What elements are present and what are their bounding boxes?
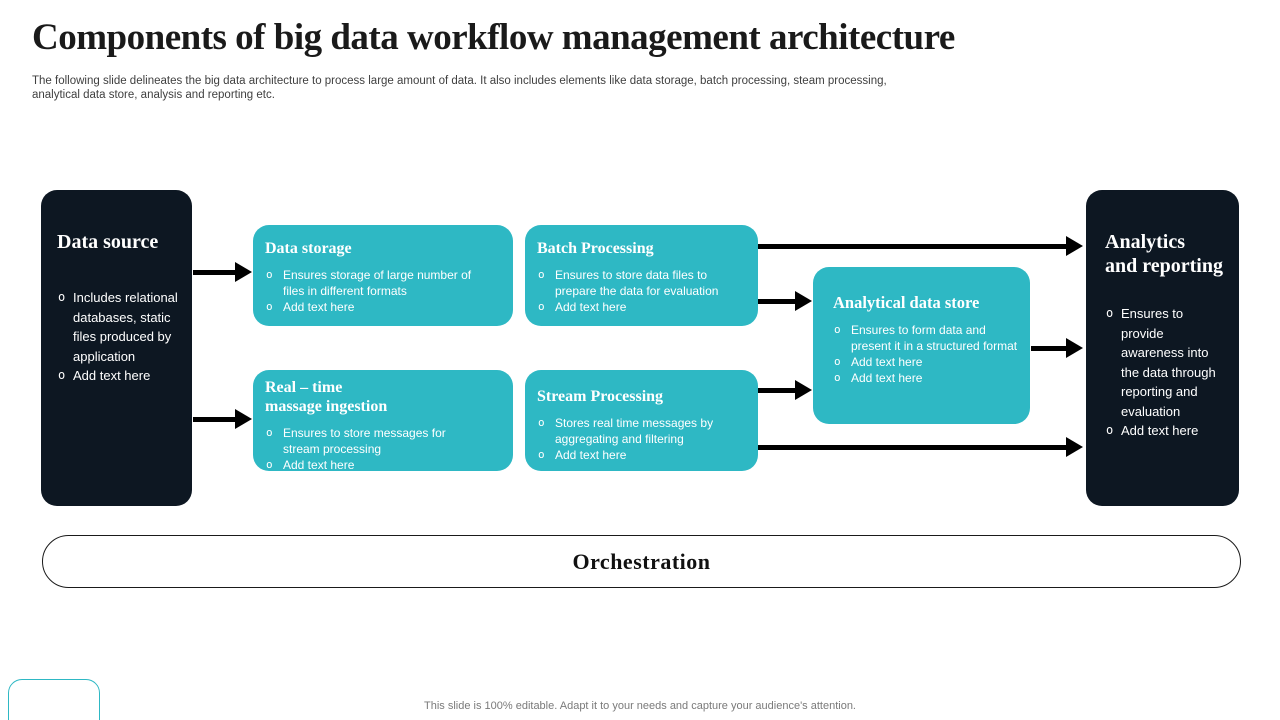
analytics-reporting-list: o Ensures to provide awareness into the d…: [1105, 304, 1225, 441]
bullet-text: Add text here: [851, 355, 923, 369]
realtime-ingestion-box: Real – time massage ingestion o Ensures t…: [253, 370, 513, 473]
bullet-marker: o: [58, 290, 66, 304]
list-item: o Ensures to store data files to prepare …: [537, 267, 748, 299]
bullet-text: Add text here: [555, 448, 627, 462]
bullet-marker: o: [834, 355, 841, 368]
analytics-reporting-title: Analytics and reporting: [1105, 231, 1223, 277]
analytical-data-store-box: Analytical data store o Ensures to form d…: [813, 267, 1030, 424]
data-storage-box: Data storage o Ensures storage of large n…: [253, 225, 513, 326]
list-item: o Ensures storage of large number of file…: [265, 267, 503, 299]
bullet-text: Ensures storage of large number of files…: [283, 268, 472, 298]
arrow-datasource-to-datastorage: [193, 262, 252, 282]
stream-processing-list: o Stores real time messages by aggregatin…: [537, 415, 748, 463]
bullet-text: Add text here: [1121, 423, 1199, 438]
slide-subtitle: The following slide delineates the big d…: [32, 75, 887, 101]
bullet-text: Ensures to form data and present it in a…: [851, 323, 1018, 353]
list-item: o Add text here: [265, 299, 503, 315]
bullet-text: Add text here: [283, 458, 355, 472]
bullet-marker: o: [266, 268, 273, 281]
bullet-marker: o: [266, 458, 273, 471]
stream-processing-box: Stream Processing o Stores real time mess…: [525, 370, 758, 471]
arrow-datasource-to-realtime: [193, 409, 252, 429]
arrow-batch-to-analytics: [758, 236, 1083, 256]
list-item: o Add text here: [57, 366, 178, 386]
page-title: Components of big data workflow manageme…: [32, 17, 955, 58]
list-item: o Ensures to provide awareness into the d…: [1105, 304, 1225, 421]
batch-processing-title: Batch Processing: [537, 240, 654, 257]
analytical-data-store-list: o Ensures to form data and present it in …: [833, 322, 1018, 386]
bullet-text: Ensures to store data files to prepare t…: [555, 268, 719, 298]
list-item: o Includes relational databases, static f…: [57, 288, 178, 366]
batch-processing-list: o Ensures to store data files to prepare …: [537, 267, 748, 315]
list-item: o Add text here: [537, 299, 748, 315]
bullet-marker: o: [834, 323, 841, 336]
list-item: o Add text here: [833, 370, 1018, 386]
analytical-data-store-title: Analytical data store: [833, 293, 980, 312]
bullet-marker: o: [538, 448, 545, 461]
arrow-analyticalstore-to-analytics: [1031, 338, 1083, 358]
bullet-marker: o: [266, 426, 273, 439]
bullet-text: Ensures to store messages for stream pro…: [283, 426, 446, 456]
bullet-marker: o: [538, 300, 545, 313]
bullet-text: Includes relational databases, static fi…: [73, 290, 178, 364]
list-item: o Stores real time messages by aggregatin…: [537, 415, 748, 447]
bullet-text: Add text here: [283, 300, 355, 314]
analytics-reporting-box: Analytics and reporting o Ensures to prov…: [1086, 190, 1239, 506]
data-source-list: o Includes relational databases, static f…: [57, 288, 178, 386]
list-item: o Add text here: [833, 354, 1018, 370]
bullet-text: Ensures to provide awareness into the da…: [1121, 306, 1216, 419]
stream-processing-title: Stream Processing: [537, 388, 664, 405]
arrow-batch-to-analyticalstore: [758, 291, 812, 311]
data-source-title: Data source: [57, 231, 159, 253]
bullet-text: Stores real time messages by aggregating…: [555, 416, 714, 446]
list-item: o Add text here: [265, 457, 503, 473]
data-storage-title: Data storage: [265, 240, 352, 257]
bullet-marker: o: [266, 300, 273, 313]
bullet-marker: o: [1106, 306, 1114, 320]
bullet-marker: o: [58, 368, 66, 382]
arrow-stream-to-analytics: [758, 437, 1083, 457]
list-item: o Ensures to store messages for stream pr…: [265, 425, 503, 457]
arrow-stream-to-analyticalstore: [758, 380, 812, 400]
orchestration-label: Orchestration: [572, 548, 711, 574]
realtime-ingestion-title: Real – time massage ingestion: [265, 379, 388, 415]
data-source-box: Data source o Includes relational databas…: [41, 190, 192, 506]
data-storage-list: o Ensures storage of large number of file…: [265, 267, 503, 315]
batch-processing-box: Batch Processing o Ensures to store data …: [525, 225, 758, 326]
list-item: o Ensures to form data and present it in …: [833, 322, 1018, 354]
bullet-text: Add text here: [73, 368, 151, 383]
orchestration-bar: Orchestration: [42, 535, 1241, 588]
list-item: o Add text here: [1105, 421, 1225, 441]
list-item: o Add text here: [537, 447, 748, 463]
realtime-ingestion-list: o Ensures to store messages for stream pr…: [265, 425, 503, 473]
bullet-marker: o: [538, 416, 545, 429]
bullet-marker: o: [538, 268, 545, 281]
bullet-marker: o: [834, 371, 841, 384]
corner-decoration: [8, 679, 100, 720]
bullet-text: Add text here: [555, 300, 627, 314]
bullet-text: Add text here: [851, 371, 923, 385]
footer-note: This slide is 100% editable. Adapt it to…: [424, 700, 856, 712]
bullet-marker: o: [1106, 423, 1114, 437]
